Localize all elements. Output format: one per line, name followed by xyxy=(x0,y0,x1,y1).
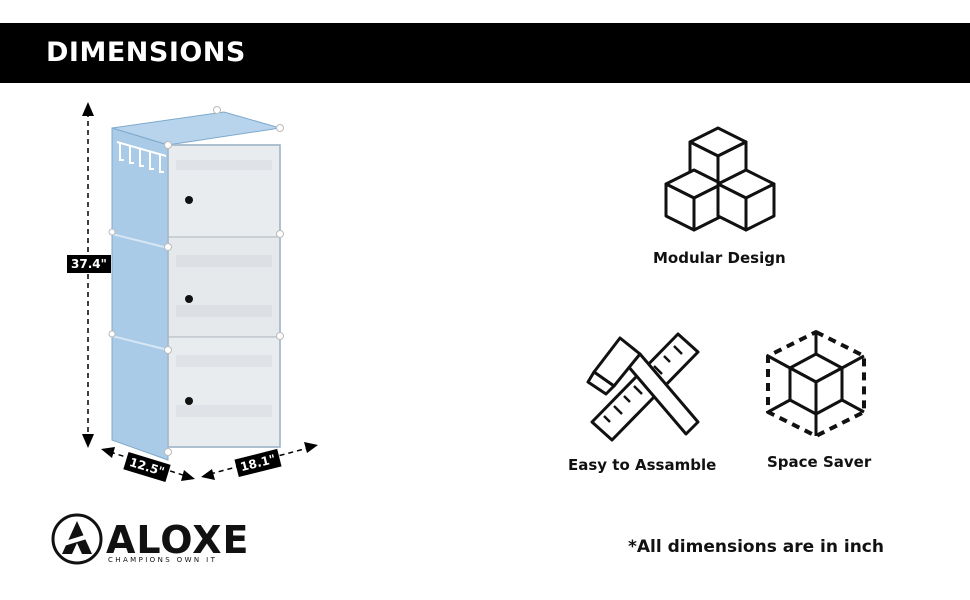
brand-name: ALOXE xyxy=(106,518,250,562)
connectors xyxy=(108,106,284,456)
cabinet-side xyxy=(111,127,169,461)
height-label: 37.4" xyxy=(67,255,111,273)
feature-label-assemble: Easy to Assamble xyxy=(568,456,717,474)
door-knobs xyxy=(185,196,193,405)
header-banner: DIMENSIONS xyxy=(0,23,970,83)
brand-tagline: CHAMPIONS OWN IT xyxy=(108,556,218,564)
height-dimension-line xyxy=(82,102,94,448)
cubes-icon xyxy=(664,126,776,232)
space-saver-icon xyxy=(766,330,866,438)
product-illustration xyxy=(82,102,318,481)
feature-label-modular: Modular Design xyxy=(653,249,786,267)
banner-title: DIMENSIONS xyxy=(46,37,246,68)
hammer-ruler-icon xyxy=(586,332,700,442)
dimensions-note: *All dimensions are in inch xyxy=(628,537,884,557)
feature-label-space: Space Saver xyxy=(767,453,872,471)
aloxe-logo-icon xyxy=(51,513,103,565)
cabinet-front xyxy=(167,144,281,448)
width-dimension-line xyxy=(201,442,318,480)
